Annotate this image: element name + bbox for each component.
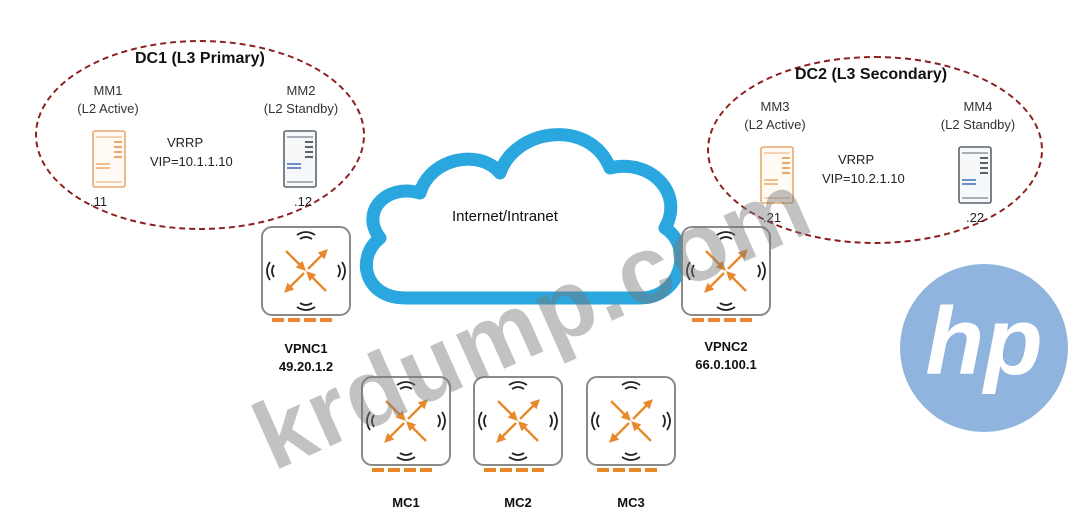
dc1-boundary: [35, 40, 365, 230]
dc1-vip: VIP=10.1.1.10: [150, 154, 233, 169]
mm3-ip: .21: [763, 210, 782, 225]
vpnc1-device-icon: [261, 226, 351, 322]
mm2-name: MM2: [286, 83, 316, 98]
vpnc2-name: VPNC2: [704, 339, 748, 354]
dc1-title: DC1 (L3 Primary): [135, 50, 265, 67]
dc2-boundary: [707, 56, 1043, 244]
mm2-ip: .12: [294, 194, 313, 209]
mm2-server-icon: [283, 130, 317, 188]
mm4-ip: .22: [966, 210, 985, 225]
mm3-role: (L2 Active): [744, 117, 806, 132]
vpnc2-device-icon: [681, 226, 771, 322]
mc1-name: MC1: [392, 495, 420, 510]
mm4-server-icon: [958, 146, 992, 204]
mm1-name: MM1: [93, 83, 123, 98]
mm4-role: (L2 Standby): [940, 117, 1016, 132]
mc2-name: MC2: [504, 495, 532, 510]
mm1-ip: .11: [90, 194, 108, 209]
mc3-name: MC3: [617, 495, 645, 510]
mm4-name: MM4: [963, 99, 993, 114]
vpnc2-ip: 66.0.100.1: [695, 357, 757, 372]
dc2-vrrp-label: VRRP: [838, 152, 875, 167]
dc2-title: DC2 (L3 Secondary): [795, 66, 948, 83]
mm1-server-icon: [92, 130, 126, 188]
vpnc1-name: VPNC1: [284, 341, 328, 356]
mm2-role: (L2 Standby): [263, 101, 339, 116]
hp-logo-icon: hp: [900, 264, 1068, 432]
hp-logo-text: hp: [925, 288, 1042, 395]
dc2-vip: VIP=10.2.1.10: [822, 171, 905, 186]
dc1-vrrp-label: VRRP: [167, 135, 204, 150]
mm1-role: (L2 Active): [77, 101, 139, 116]
cloud-icon: [359, 128, 688, 305]
mc3-device-icon: [586, 376, 676, 472]
mm3-server-icon: [760, 146, 794, 204]
mc1-device-icon: [361, 376, 451, 472]
cloud-label: Internet/Intranet: [452, 208, 558, 225]
mc2-device-icon: [473, 376, 563, 472]
vpnc1-ip: 49.20.1.2: [278, 359, 334, 374]
mm3-name: MM3: [760, 99, 790, 114]
